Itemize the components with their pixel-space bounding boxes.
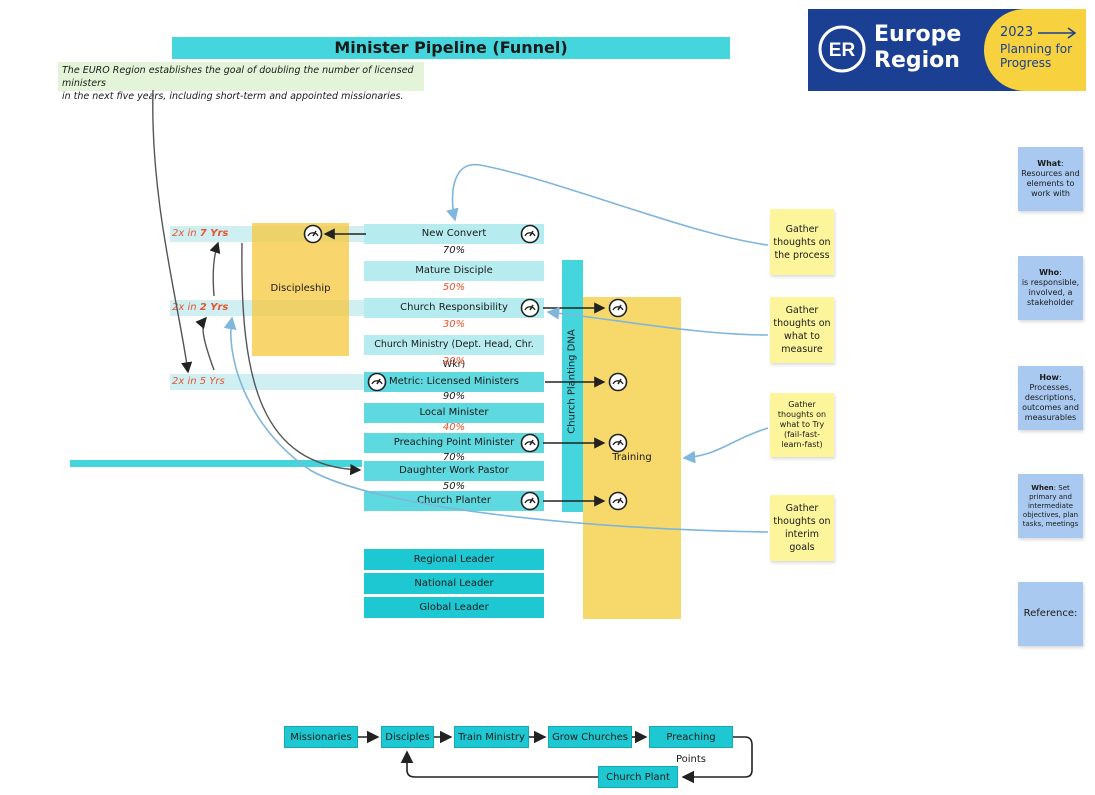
multiplier-5yrs: 2x in 5 Yrs [172,376,225,387]
gauge-icon [608,298,628,318]
pct-local-minister: 40% [442,422,466,433]
note-reference: Reference: [1018,582,1083,646]
pct-daughter-work: 50% [442,481,466,492]
discipleship-label: Discipleship [270,283,331,294]
flow-preaching-points: Preaching Points [649,726,733,765]
gauge-icon [520,298,540,318]
gauge-icon [520,491,540,511]
multiplier-2yrs: 2x in 2 Yrs [172,302,229,313]
logo-subtitle-2: Progress [1000,56,1052,70]
multiplier-7yrs: 2x in 7 Yrs [172,228,229,239]
pct-preaching-point: 70% [442,452,466,463]
stage-new-convert: New Convert [364,224,544,244]
intro-line-1: The EURO Region establishes the goal of … [62,65,414,89]
pct-mature-disciple: 50% [442,282,466,293]
stage-licensed-ministers: Metric: Licensed Ministers [364,372,544,392]
pct-licensed-ministers: 90% [442,391,466,402]
gauge-icon [608,372,628,392]
logo-word-1: Europe [874,22,962,47]
leader-global: Global Leader [364,597,544,618]
gauge-icon [520,224,540,244]
training-block: Training [583,297,681,619]
stage-church-ministry: Church Ministry (Dept. Head, Chr. Wkr) [364,335,544,370]
intro-note: The EURO Region establishes the goal of … [58,62,424,102]
gauge-icon [367,372,387,392]
stage-preaching-point-minister: Preaching Point Minister [364,433,544,453]
leader-regional: Regional Leader [364,549,544,570]
stage-church-responsibility: Church Responsibility [364,298,544,318]
sticky-measure: Gather thoughts on what to measure [770,297,834,363]
note-when: When: Set primary and intermediate objec… [1018,474,1083,538]
logo-year: 2023 [1000,25,1034,40]
flow-disciples: Disciples [381,726,434,748]
er-monogram-icon: ER [818,25,866,73]
europe-region-logo: ER Europe Region 2023 Planning for Progr… [808,9,1086,91]
stage-local-minister: Local Minister [364,403,544,423]
flow-church-plant: Church Plant [598,766,678,788]
flow-train-ministry: Train Ministry [454,726,529,748]
logo-subtitle-1: Planning for [1000,42,1073,56]
note-how: How:Processes, descriptions, outcomes an… [1018,366,1083,430]
discipleship-block: Discipleship [252,223,349,356]
intro-line-2: in the next five years, including short-… [62,91,404,102]
page-title: Minister Pipeline (Funnel) [172,37,730,59]
training-label: Training [612,452,652,463]
church-planting-dna-bar: Church Planting DNA [562,260,583,512]
stage-mature-disciple: Mature Disciple [364,261,544,281]
stage-church-planter: Church Planter [364,491,544,511]
leader-national: National Leader [364,573,544,594]
logo-word-2: Region [874,48,960,73]
pct-church-responsibility: 30% [442,319,466,330]
gauge-icon [608,491,628,511]
sticky-process: Gather thoughts on the process [770,209,834,275]
note-what: What:Resources and elements to work with [1018,147,1083,211]
gauge-icon [608,433,628,453]
stage-daughter-work-pastor: Daughter Work Pastor [364,461,544,481]
sticky-try: Gather thoughts on what to Try (fail-fas… [770,393,834,457]
logo-yellow-panel [984,9,1086,91]
gauge-icon [303,224,323,244]
pct-church-ministry: 20% [442,356,466,367]
row-band-5yrs [170,374,364,390]
horizontal-bar [70,460,362,467]
pct-new-convert: 70% [442,245,466,256]
right-arrow-icon [1038,27,1077,39]
note-who: Who:is responsible, involved, a stakehol… [1018,256,1083,320]
gauge-icon [520,433,540,453]
flow-missionaries: Missionaries [284,726,358,748]
sticky-interim-goals: Gather thoughts on interim goals [770,495,834,561]
svg-text:ER: ER [829,40,856,61]
flow-grow-churches: Grow Churches [548,726,632,748]
